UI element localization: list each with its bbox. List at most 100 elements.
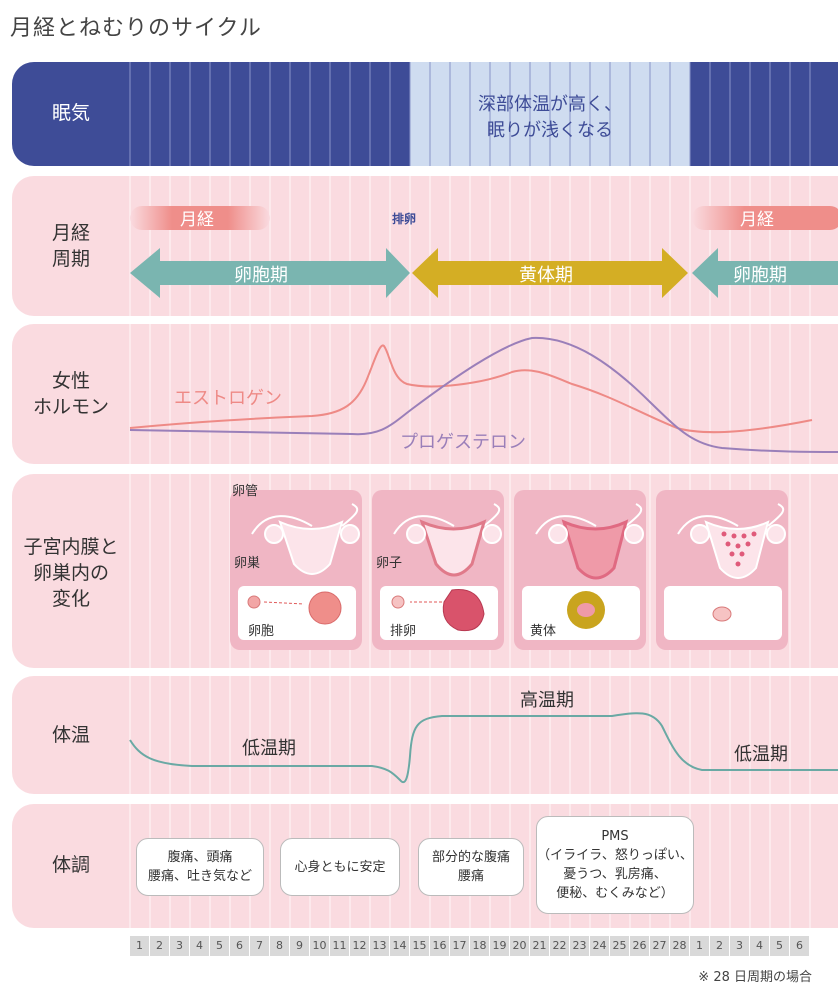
hormone-label-line2: ホルモン: [32, 396, 109, 418]
day-cell: 18: [470, 936, 489, 956]
condition-box4-line1: PMS: [601, 829, 629, 844]
follicular-right-label: 卵胞期: [733, 265, 787, 286]
day-cell: 8: [270, 936, 289, 956]
sleepiness-grid: [129, 62, 811, 166]
follicular-arrow-right: [692, 248, 838, 298]
day-cell: 2: [710, 936, 729, 956]
day-cell: 16: [430, 936, 449, 956]
day-cell: 26: [630, 936, 649, 956]
menstrual-label: 月経 周期: [12, 220, 130, 272]
uterus-panel-1: [230, 490, 362, 650]
uterus-row: 子宮内膜と 卵巣内の 変化: [12, 474, 838, 668]
follicular-left-label: 卵胞期: [234, 265, 288, 286]
sleepiness-note-line2: 眠りが浅くなる: [487, 120, 613, 141]
condition-box-pms: PMS （イライラ、怒りっぽい、 憂うつ、乳房痛、 便秘、むくみなど）: [536, 816, 694, 914]
period-bar-left: [130, 206, 270, 230]
uterus-label-line2: 卵巣内の: [32, 562, 109, 584]
temperature-curve: [129, 712, 838, 784]
stage-ovulation-label: 排卵: [390, 624, 417, 639]
period-right-label: 月経: [740, 210, 774, 230]
day-cell: 9: [290, 936, 309, 956]
footnote: ※ 28 日周期の場合: [698, 970, 812, 985]
condition-box2-text: 心身ともに安定: [294, 859, 386, 875]
condition-box4-line3: 憂うつ、乳房痛、: [563, 867, 667, 882]
day-cell: 4: [750, 936, 769, 956]
hormone-chart: [129, 324, 838, 464]
day-cell: 11: [330, 936, 349, 956]
day-cell: 6: [790, 936, 809, 956]
luteal-label: 黄体期: [519, 265, 573, 286]
sleepiness-label: 眠気: [51, 102, 90, 124]
condition-box3-line1: 部分的な腹痛: [431, 850, 510, 865]
stage-luteum-label: 黄体: [530, 624, 557, 639]
ovary-label: 卵巣: [234, 556, 261, 571]
hormone-row: 女性 ホルモン エストロゲン プロゲステロン: [12, 324, 838, 464]
hormone-label: 女性 ホルモン: [12, 368, 130, 420]
condition-row: 体調 腹痛、頭痛腰痛、吐き気など 心身ともに安定 部分的な腹痛腰痛 PMS （イ…: [12, 804, 838, 928]
condition-box-menstrual: 腹痛、頭痛腰痛、吐き気など: [136, 838, 264, 896]
estrogen-curve: [129, 344, 813, 434]
low-temp-right-label: 低温期: [734, 744, 788, 765]
uterus-label-line1: 子宮内膜と: [23, 536, 119, 558]
temperature-row: 体温 低温期 高温期 低温期: [12, 676, 838, 794]
high-temp-label: 高温期: [520, 690, 574, 711]
period-bar-right: [692, 206, 838, 230]
menstrual-chart: [129, 176, 838, 316]
ovulation-label: 排卵: [392, 212, 417, 226]
condition-box3-line2: 腰痛: [457, 869, 484, 884]
condition-label: 体調: [51, 854, 90, 876]
day-cell: 22: [550, 936, 569, 956]
condition-box4-line4: 便秘、むくみなど）: [556, 886, 674, 901]
period-left-label: 月経: [180, 210, 214, 230]
day-cell: 19: [490, 936, 509, 956]
day-cell: 7: [250, 936, 269, 956]
day-cell: 1: [130, 936, 149, 956]
ovum-label: 卵子: [376, 556, 403, 571]
day-cell: 12: [350, 936, 369, 956]
uterus-panel-3: [514, 490, 646, 650]
page-title: 月経とねむりのサイクル: [10, 16, 262, 41]
condition-box4-line2: （イライラ、怒りっぽい、: [537, 848, 693, 863]
luteal-arrow: [412, 248, 688, 298]
oviduct-label: 卵管: [232, 484, 259, 499]
condition-box1-line1: 腹痛、頭痛: [167, 850, 233, 865]
day-cell: 2: [150, 936, 169, 956]
day-cell: 23: [570, 936, 589, 956]
sleepiness-note-line1: 深部体温が高く、: [478, 94, 622, 115]
condition-box-stable: 心身ともに安定: [280, 838, 400, 896]
day-cell: 17: [450, 936, 469, 956]
estrogen-label: エストロゲン: [174, 388, 282, 409]
uterus-label-line3: 変化: [51, 588, 90, 610]
sleepiness-note: 深部体温が高く、 眠りが浅くなる: [410, 92, 690, 144]
day-cell: 20: [510, 936, 529, 956]
day-cell: 28: [670, 936, 689, 956]
menstrual-label-line1: 月経: [51, 222, 90, 244]
uterus-illustrations: [129, 474, 811, 668]
day-cell: 5: [210, 936, 229, 956]
hormone-label-line1: 女性: [51, 370, 90, 392]
day-cell: 5: [770, 936, 789, 956]
progesterone-curve: [129, 336, 838, 453]
day-cell: 4: [190, 936, 209, 956]
day-cell: 21: [530, 936, 549, 956]
day-cell: 15: [410, 936, 429, 956]
day-cell: 1: [690, 936, 709, 956]
uterus-label: 子宮内膜と 卵巣内の 変化: [12, 534, 130, 612]
sleepiness-row: 眠気 深部体温が高く、 眠りが浅くなる: [12, 62, 838, 166]
progesterone-label: プロゲステロン: [400, 432, 526, 453]
day-cell: 14: [390, 936, 409, 956]
day-cell: 13: [370, 936, 389, 956]
day-cell: 24: [590, 936, 609, 956]
uterus-panel-2: [372, 490, 504, 650]
stage-follicle-label: 卵胞: [248, 624, 275, 639]
low-temp-left-label: 低温期: [242, 738, 296, 759]
day-cell: 6: [230, 936, 249, 956]
menstrual-row: 月経 周期 月経 排卵 月経 卵胞期 黄体期 卵胞期: [12, 176, 838, 316]
day-cell: 27: [650, 936, 669, 956]
temperature-label: 体温: [51, 724, 90, 746]
day-cell: 10: [310, 936, 329, 956]
menstrual-label-line2: 周期: [51, 248, 90, 270]
condition-box1-line2: 腰痛、吐き気など: [147, 869, 252, 884]
uterus-panel-4: [656, 490, 788, 650]
